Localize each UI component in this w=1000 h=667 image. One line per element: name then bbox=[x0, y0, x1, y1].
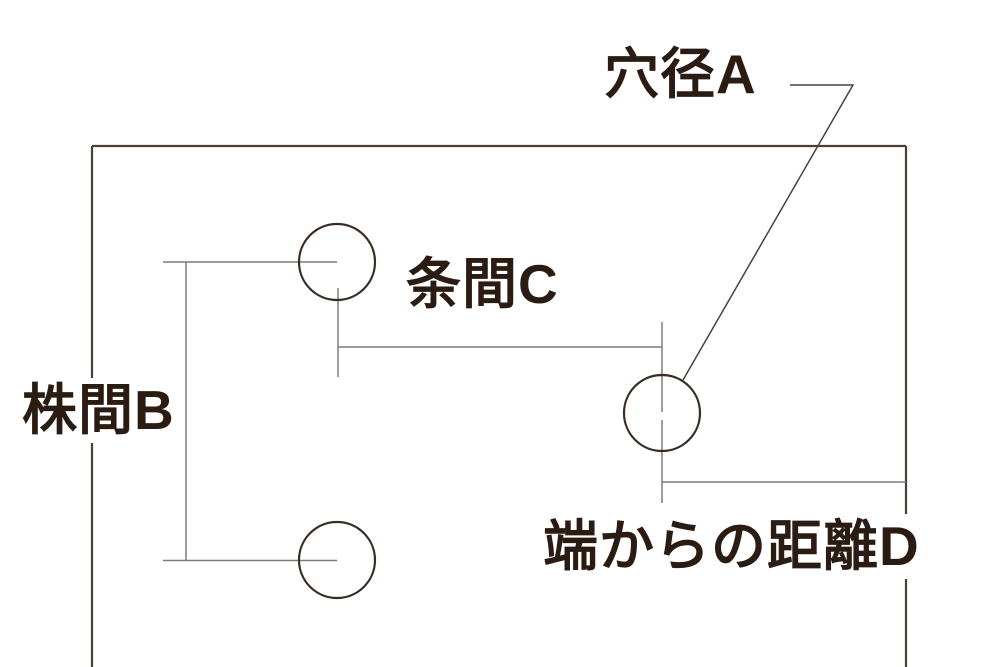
row-spacing-label: 条間C bbox=[406, 253, 559, 315]
holes bbox=[297, 222, 702, 600]
dimension-lines bbox=[163, 261, 906, 562]
plant-spacing-label: 株間B bbox=[18, 378, 181, 443]
hole-circle-middle-right bbox=[622, 373, 702, 453]
hole-diameter-label: 穴径A bbox=[604, 43, 757, 105]
edge-distance-label: 端からの距離D bbox=[539, 514, 928, 579]
hole-circle-bottom-left bbox=[297, 520, 377, 600]
sheet-outline bbox=[90, 144, 908, 667]
hole-circle-top-left bbox=[297, 222, 377, 302]
hole-diameter-leader-line bbox=[682, 84, 855, 381]
